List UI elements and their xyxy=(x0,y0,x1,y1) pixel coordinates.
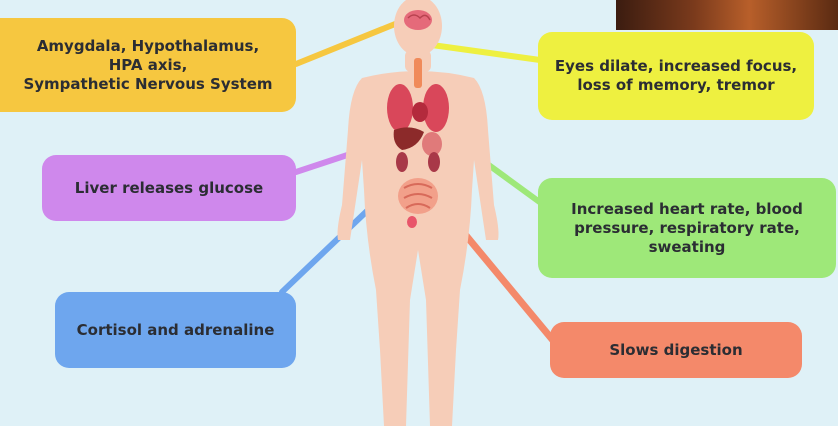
digestion-label: Slows digestion xyxy=(550,322,802,378)
digestion-text: Slows digestion xyxy=(609,341,742,360)
eyes-label: Eyes dilate, increased focus, loss of me… xyxy=(538,32,814,120)
hormones-text: Cortisol and adrenaline xyxy=(77,321,275,340)
intestines-icon xyxy=(398,178,438,214)
connector-brain xyxy=(296,20,405,64)
connector-eyes xyxy=(432,45,540,60)
eyes-text: Eyes dilate, increased focus, loss of me… xyxy=(555,57,797,95)
liver-label: Liver releases glucose xyxy=(42,155,296,221)
hormones-label: Cortisol and adrenaline xyxy=(55,292,296,368)
photo-corner xyxy=(616,0,838,30)
brain-icon xyxy=(404,10,432,30)
brain-regions-text: Amygdala, Hypothalamus, HPA axis, Sympat… xyxy=(23,37,272,94)
trachea-icon xyxy=(414,58,422,88)
brain-regions-label: Amygdala, Hypothalamus, HPA axis, Sympat… xyxy=(0,18,296,112)
bladder-icon xyxy=(407,216,417,228)
heart-text: Increased heart rate, blood pressure, re… xyxy=(571,200,803,257)
liver-text: Liver releases glucose xyxy=(75,179,263,198)
stomach-icon xyxy=(422,132,442,156)
heart-icon xyxy=(412,102,428,122)
heart-label: Increased heart rate, blood pressure, re… xyxy=(538,178,836,278)
